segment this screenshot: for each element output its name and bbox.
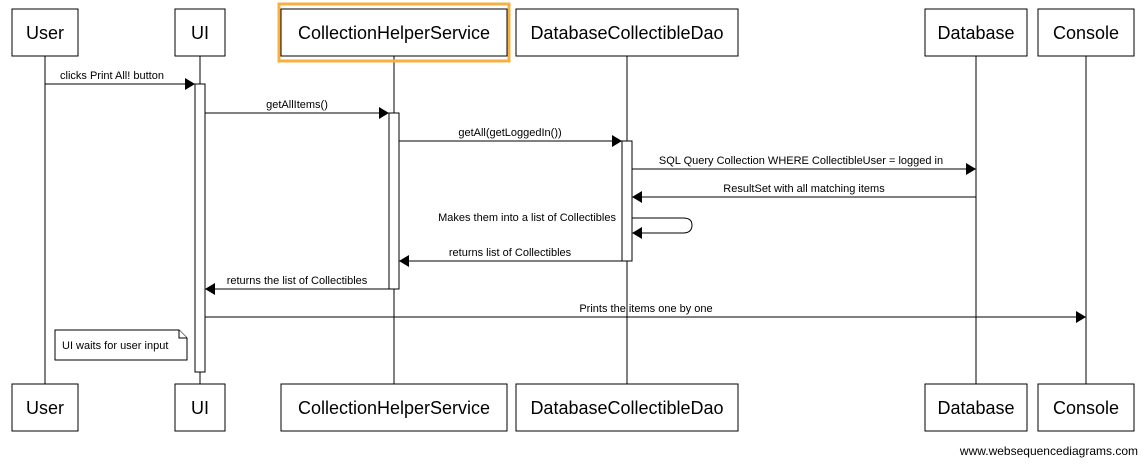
message-line xyxy=(632,217,693,234)
actor-label-bottom-console: Console xyxy=(1053,398,1119,418)
actor-box-top-user xyxy=(11,8,79,57)
actor-label-top-dao: DatabaseCollectibleDao xyxy=(530,23,723,43)
arrow-head xyxy=(966,163,976,175)
actor-box-top-db xyxy=(924,8,1028,57)
actor-label-top-chs: CollectionHelperService xyxy=(298,23,490,43)
arrow-head xyxy=(612,135,622,147)
actor-box-bottom-console xyxy=(1037,383,1135,432)
message-3: getAll(getLoggedIn()) xyxy=(399,127,622,147)
note-box xyxy=(54,329,188,361)
actor-label-bottom-ui: UI xyxy=(191,398,209,418)
message-label: Prints the items one by one xyxy=(579,303,712,315)
message-label: Makes them into a list of Collectibles xyxy=(438,212,616,224)
actor-label-bottom-dao: DatabaseCollectibleDao xyxy=(530,398,723,418)
message-label: returns list of Collectibles xyxy=(449,247,572,259)
actor-box-bottom-ui xyxy=(174,383,226,432)
highlight-frame xyxy=(277,2,511,63)
message-1: clicks Print All! button xyxy=(45,70,195,90)
arrow-head xyxy=(185,78,195,90)
actor-label-top-console: Console xyxy=(1053,23,1119,43)
message-5: ResultSet with all matching items xyxy=(632,183,976,203)
message-6: Makes them into a list of Collectibles xyxy=(438,212,693,239)
actor-label-bottom-chs: CollectionHelperService xyxy=(298,398,490,418)
message-8: returns the list of Collectibles xyxy=(205,275,389,295)
arrow-head xyxy=(632,191,642,203)
message-9: Prints the items one by one xyxy=(205,303,1086,323)
actor-box-bottom-dao xyxy=(515,383,739,432)
note-text: UI waits for user input xyxy=(62,340,168,352)
message-2: getAllItems() xyxy=(205,99,389,119)
actor-box-bottom-chs xyxy=(280,383,508,432)
arrow-head xyxy=(205,283,215,295)
activation-ui xyxy=(194,83,206,373)
actor-box-bottom-db xyxy=(924,383,1028,432)
message-7: returns list of Collectibles xyxy=(399,247,622,267)
actor-box-top-chs xyxy=(280,8,508,57)
message-label: SQL Query Collection WHERE CollectibleUs… xyxy=(659,155,943,167)
message-label: getAllItems() xyxy=(266,99,328,111)
actor-label-bottom-user: User xyxy=(26,398,64,418)
message-4: SQL Query Collection WHERE CollectibleUs… xyxy=(632,155,976,175)
arrow-head xyxy=(632,227,642,239)
footer-watermark: www.websequencediagrams.com xyxy=(959,444,1138,458)
arrow-head xyxy=(1076,311,1086,323)
actor-label-top-ui: UI xyxy=(191,23,209,43)
message-label: returns the list of Collectibles xyxy=(227,275,368,287)
actor-box-top-ui xyxy=(174,8,226,57)
activation-dao xyxy=(621,140,633,262)
actor-label-top-db: Database xyxy=(937,23,1014,43)
arrow-head xyxy=(379,107,389,119)
actor-label-top-user: User xyxy=(26,23,64,43)
arrow-head xyxy=(399,255,409,267)
message-label: getAll(getLoggedIn()) xyxy=(458,127,561,139)
note-fold xyxy=(178,330,187,339)
actor-box-top-console xyxy=(1037,8,1135,57)
activation-chs xyxy=(388,112,400,290)
actor-box-bottom-user xyxy=(11,383,79,432)
actor-box-top-dao xyxy=(515,8,739,57)
message-label: ResultSet with all matching items xyxy=(723,183,885,195)
actor-label-bottom-db: Database xyxy=(937,398,1014,418)
message-label: clicks Print All! button xyxy=(60,70,164,82)
